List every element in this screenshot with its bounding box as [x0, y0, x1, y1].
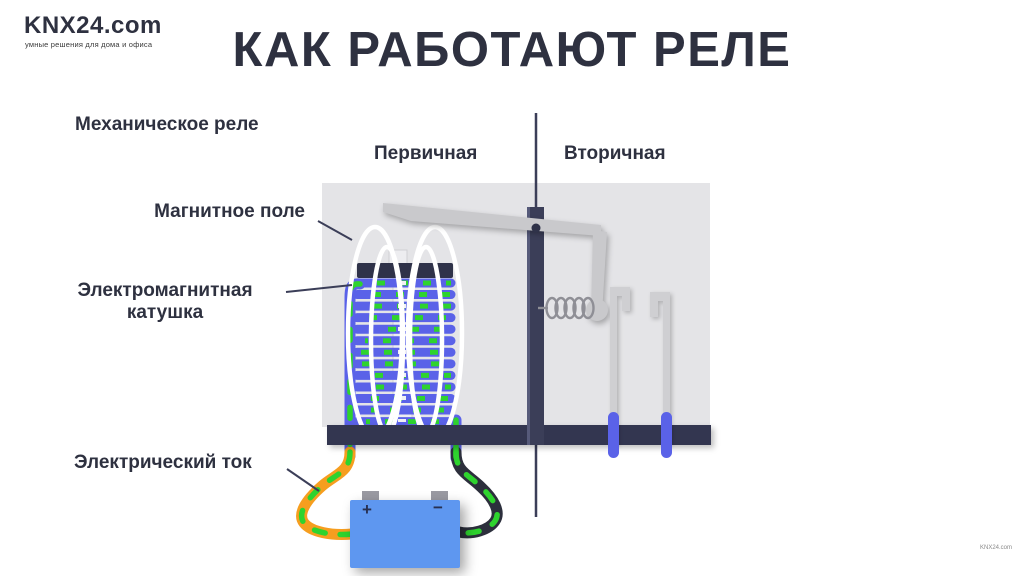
label-primary-side: Первичная [374, 143, 478, 164]
logo: KNX24.com [24, 12, 162, 39]
label-coil-line2: катушка [126, 302, 204, 323]
pivot-post [527, 207, 544, 445]
battery-terminal-plus [362, 491, 379, 502]
relay-base [327, 425, 711, 445]
label-magnetic-field: Магнитное поле [154, 201, 305, 222]
contact-terminal-1 [608, 412, 619, 458]
logo-tagline: умные решения для дома и офиса [25, 40, 153, 49]
contact-terminal-2 [661, 412, 672, 458]
wire-to-battery-minus [450, 446, 503, 539]
label-coil-line1: Электромагнитная [77, 280, 253, 301]
return-spring [538, 296, 595, 320]
label-electromagnetic-coil: Электромагнитная катушка [0, 280, 330, 324]
label-secondary-side: Вторичная [564, 143, 666, 164]
battery-body [350, 500, 460, 568]
pivot-dot [531, 223, 541, 233]
wire-to-battery-plus [296, 446, 358, 540]
watermark: KNX24.com [980, 545, 1013, 551]
battery-plus-sign: + [362, 500, 372, 519]
coil-top-bar [357, 263, 453, 278]
stationary-contacts [610, 287, 670, 444]
label-electric-current: Электрический ток [74, 452, 252, 473]
battery-terminal-minus [431, 491, 448, 502]
pivot-post-highlight [527, 207, 530, 445]
battery [350, 491, 460, 568]
label-pointer-lines [285, 220, 353, 492]
armature-lever [383, 203, 608, 321]
page-title: КАК РАБОТАЮТ РЕЛЕ [232, 23, 792, 77]
battery-minus-sign: − [433, 498, 443, 517]
label-mechanical-relay: Механическое реле [75, 114, 259, 135]
